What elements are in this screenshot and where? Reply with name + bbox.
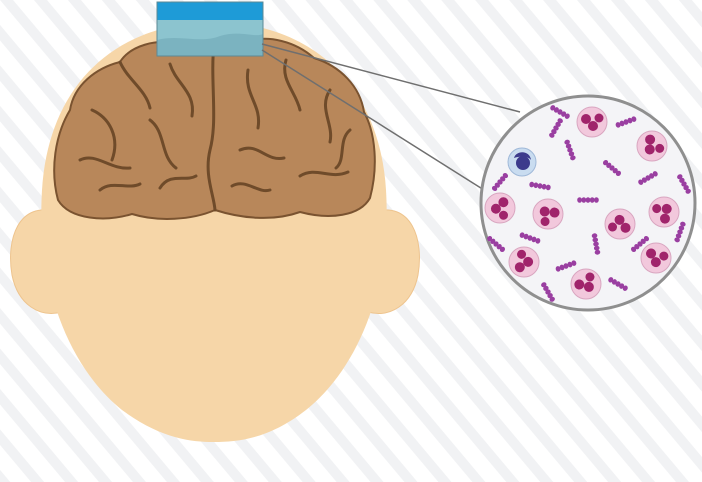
neutrophil-cell-icon [509, 247, 539, 277]
neutrophil-cell-icon [533, 199, 563, 229]
meninges-outer-layer [157, 2, 263, 20]
neutrophil-cell-icon [577, 107, 607, 137]
neutrophil-cell-icon [637, 131, 667, 161]
lymphocyte-cell-icon [508, 148, 536, 176]
magnified-view [481, 96, 695, 310]
diplococcus-chain-icon [577, 197, 599, 203]
neutrophil-cell-icon [485, 193, 515, 223]
neutrophil-cell-icon [641, 243, 671, 273]
neutrophil-cell-icon [571, 269, 601, 299]
meninges-sample [157, 2, 263, 56]
neutrophil-cell-icon [605, 209, 635, 239]
neutrophil-cell-icon [649, 197, 679, 227]
